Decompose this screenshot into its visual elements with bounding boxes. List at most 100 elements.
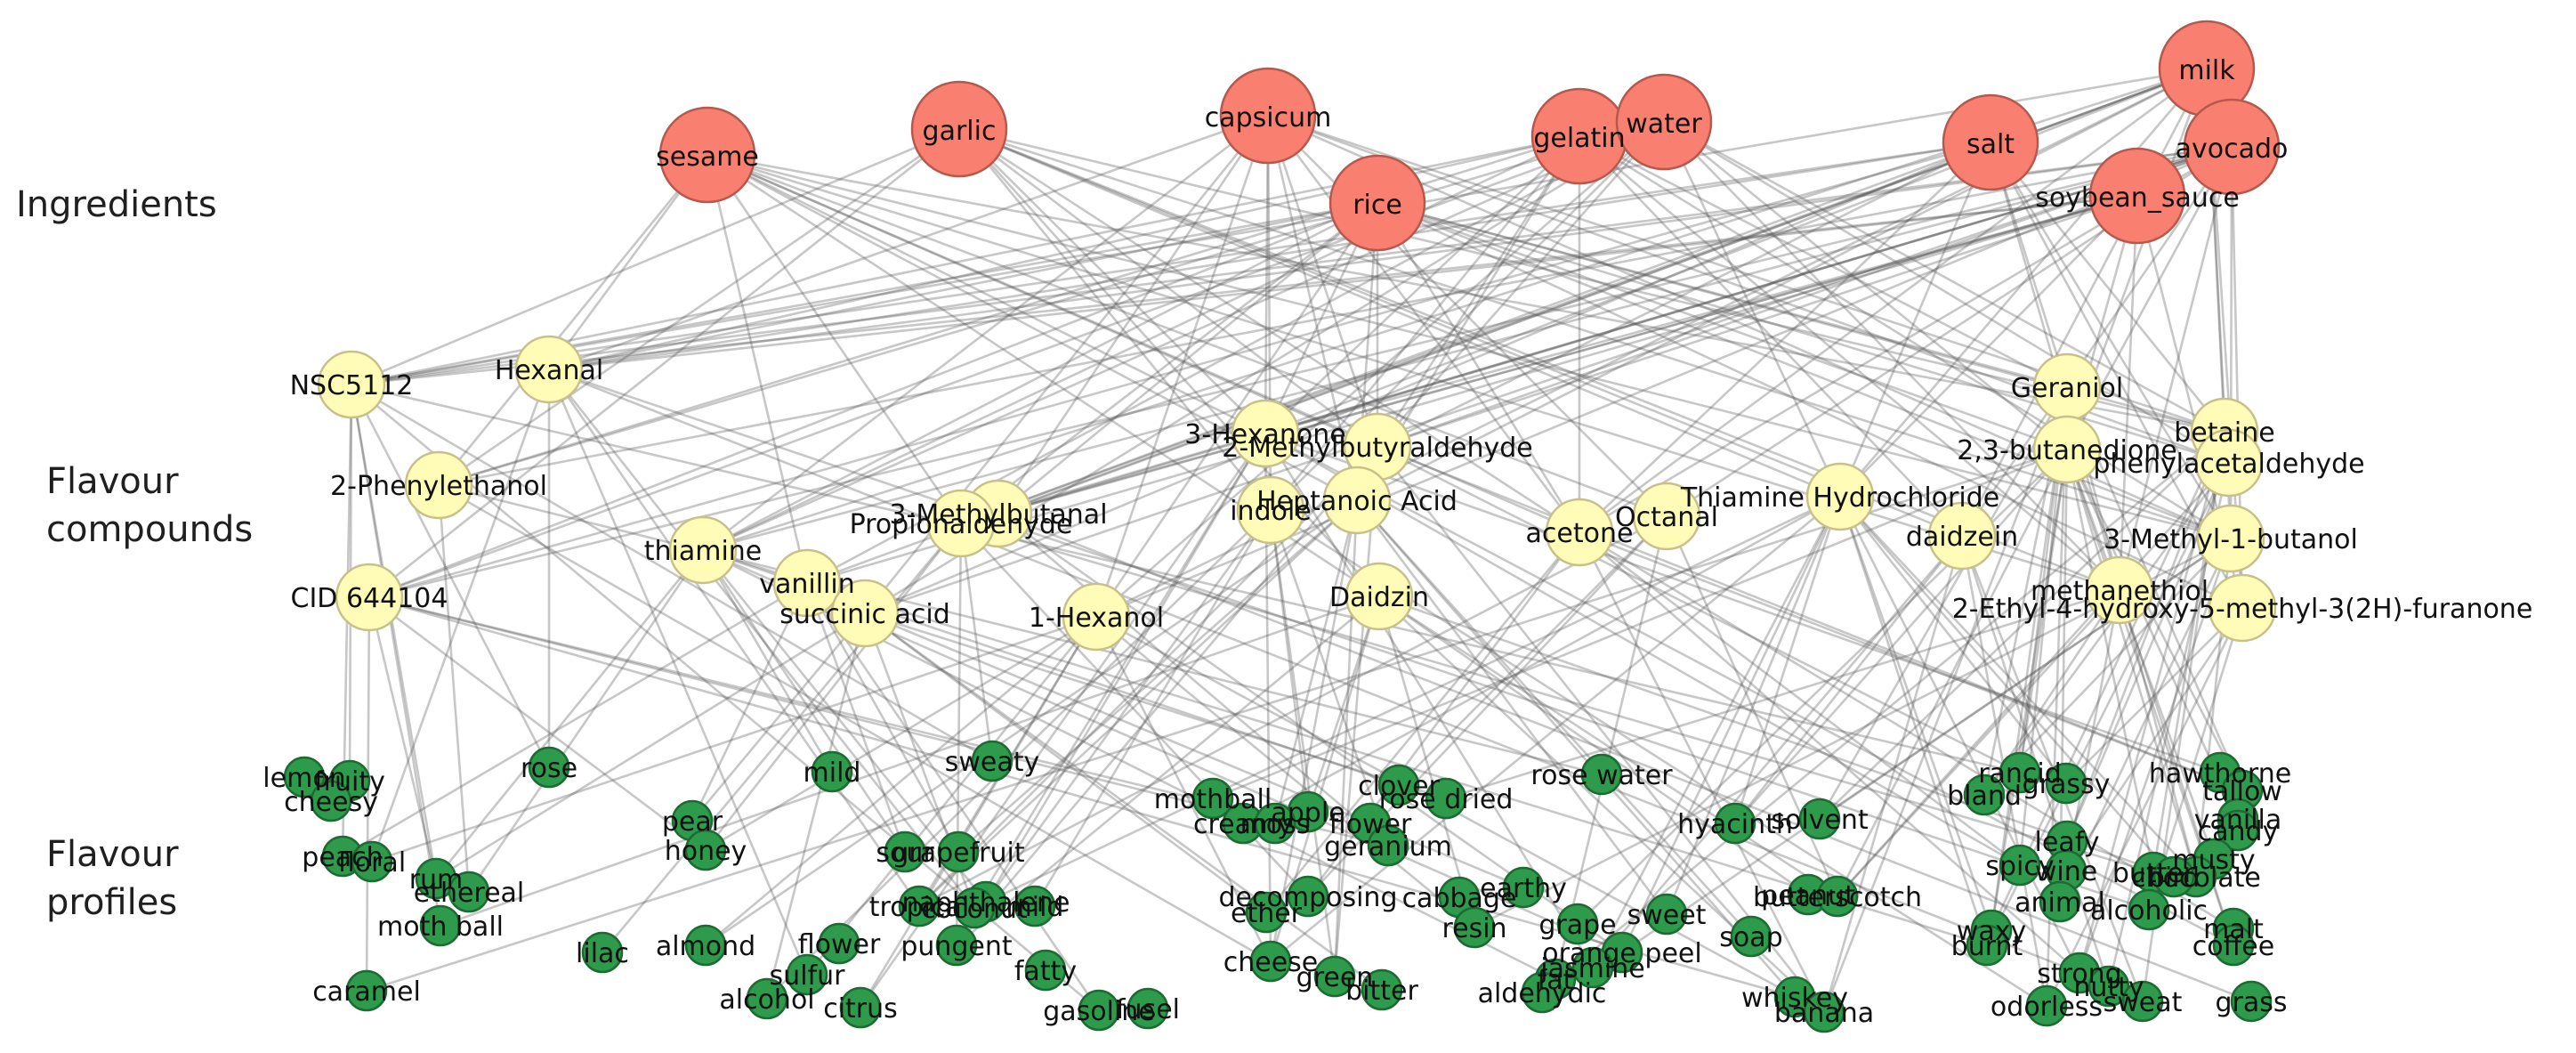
edge	[984, 433, 1267, 903]
edge	[1663, 120, 2225, 433]
ingredient-node	[2088, 147, 2186, 245]
profile-label: flower	[1329, 809, 1412, 840]
compound-node	[2196, 504, 2265, 573]
compound-node	[2208, 573, 2277, 643]
edge	[1377, 121, 1665, 448]
profile-node	[2152, 855, 2195, 898]
profile-label: creamy	[1193, 809, 1293, 840]
edge	[1838, 496, 2068, 784]
edge	[1270, 495, 1841, 963]
profile-label: musty	[2172, 845, 2255, 876]
edge	[2152, 431, 2226, 873]
profile-label: pear	[662, 806, 723, 838]
edge	[958, 128, 1266, 434]
profile-node	[1556, 903, 1599, 945]
edge	[368, 145, 2233, 599]
edge	[1983, 538, 2232, 796]
edge	[368, 595, 1796, 999]
compound-node	[317, 350, 386, 419]
edge	[2058, 538, 2233, 903]
profile-label: mild	[1006, 892, 1064, 923]
edge	[1094, 115, 1270, 618]
profile-node	[2045, 762, 2087, 805]
profile-label: rose water	[1530, 760, 1673, 791]
compound-label: 3-Methylbutanal	[889, 499, 1107, 531]
edge	[859, 616, 1098, 1008]
edge	[707, 153, 1378, 449]
profile-label: tallow	[2202, 776, 2282, 807]
edge	[368, 201, 1378, 599]
edge	[1356, 499, 1752, 937]
profile-node	[1287, 875, 1329, 918]
edge	[1377, 141, 1991, 449]
compound-node	[926, 489, 996, 558]
edge	[1377, 201, 2068, 451]
ingredient-node	[910, 80, 1008, 178]
edge	[958, 127, 2120, 592]
edge	[437, 154, 709, 486]
edge	[997, 115, 1270, 514]
edge	[1269, 135, 1581, 511]
compound-label: Hexanal	[495, 355, 603, 386]
edge	[960, 201, 1378, 525]
edge	[997, 512, 2252, 1003]
edge	[1838, 496, 1993, 931]
compound-label: methanethiol	[2031, 576, 2209, 607]
edge	[955, 522, 963, 946]
edge	[1819, 537, 2232, 821]
profile-label: rancid	[1978, 758, 2062, 790]
edge	[438, 483, 1272, 963]
profile-label: alcohol	[719, 984, 814, 1016]
edge	[351, 127, 960, 386]
compound-node	[1545, 498, 1614, 567]
profile-node	[1521, 971, 1563, 1014]
compound-node	[1345, 562, 1414, 631]
edge	[1579, 135, 1963, 537]
edge	[956, 446, 1378, 946]
edge	[706, 154, 963, 524]
profile-node	[1502, 866, 1545, 909]
profile-node	[1798, 798, 1841, 840]
edge	[2118, 195, 2139, 591]
edge	[864, 612, 1383, 992]
edge	[2065, 607, 2243, 784]
edge	[1982, 462, 2231, 796]
edge	[351, 67, 2208, 386]
compound-label: Octanal	[1615, 502, 1718, 533]
edge	[1242, 495, 1841, 825]
profile-label: alcoholic	[2090, 895, 2208, 927]
edge	[548, 368, 2150, 911]
edge	[973, 433, 1267, 909]
profile-label: waxy	[1957, 916, 2026, 947]
edge	[707, 153, 2225, 433]
edge	[371, 615, 1097, 863]
profile-label: sweaty	[945, 747, 1040, 778]
edge	[1663, 120, 2230, 465]
edge	[1264, 531, 1581, 913]
profile-node	[2217, 809, 2259, 852]
profile-node	[1361, 968, 1403, 1011]
edge	[702, 145, 2233, 552]
edge	[1592, 535, 1963, 968]
profile-node	[2087, 965, 2130, 1008]
edge	[1578, 531, 1826, 1013]
edge	[1377, 194, 2138, 449]
edge	[370, 369, 551, 863]
edge	[1269, 509, 1390, 846]
profile-label: candy	[2198, 816, 2279, 847]
edge	[547, 369, 809, 976]
compound-label: succinic acid	[779, 599, 950, 630]
compound-node	[335, 563, 404, 632]
edge	[691, 612, 866, 822]
compound-node	[772, 548, 842, 618]
profile-label: rose dried	[1379, 784, 1514, 815]
compound-label: Geraniol	[2011, 373, 2123, 404]
edge	[1378, 595, 2175, 879]
edge	[704, 522, 963, 851]
edge	[1839, 496, 2175, 878]
edge	[1579, 134, 2068, 389]
profile-node	[971, 740, 1013, 782]
edge	[438, 127, 960, 487]
edge	[1579, 134, 2232, 540]
edge	[701, 549, 988, 903]
